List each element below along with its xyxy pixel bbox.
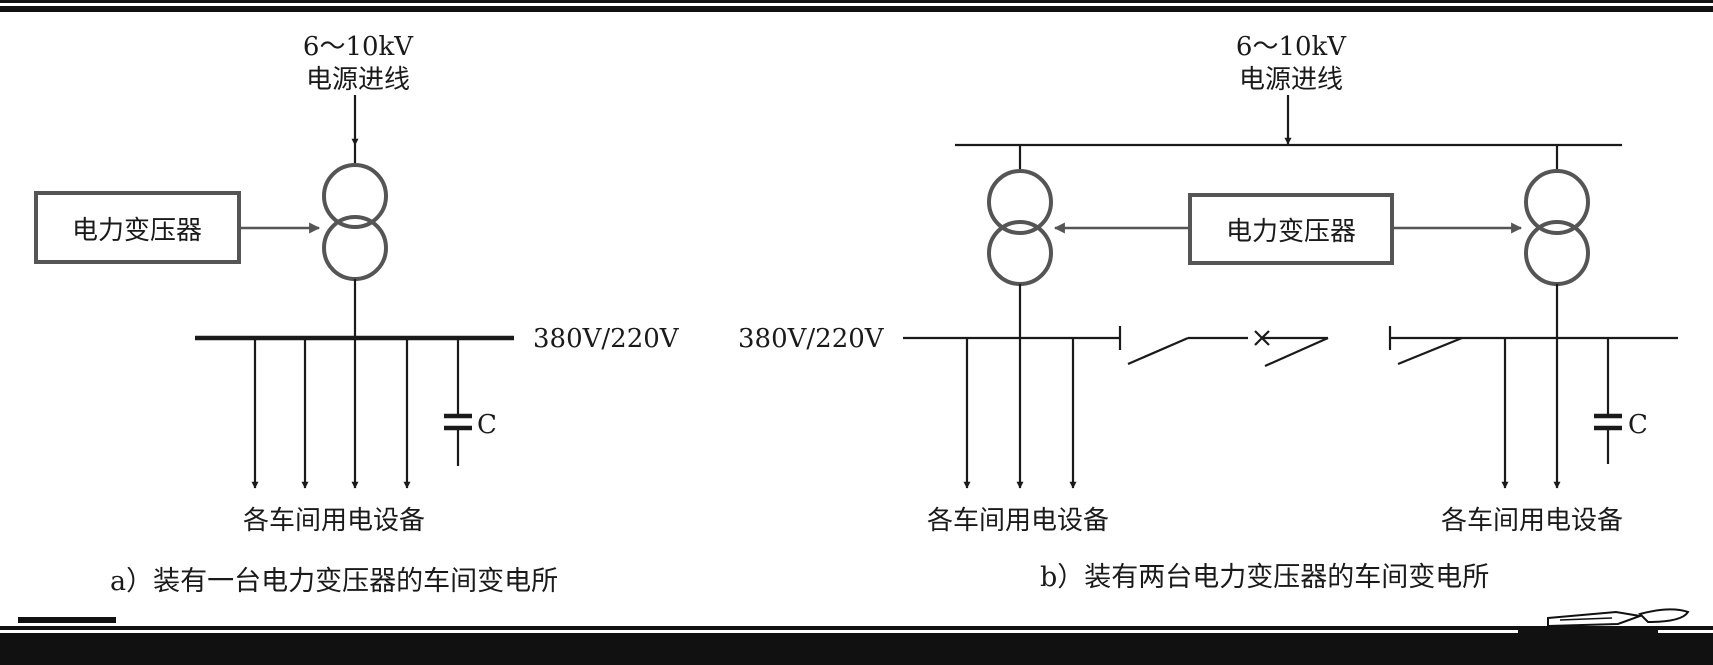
feeder-arrows-left-b: [963, 338, 1077, 489]
transformer-callout-box-b: [1188, 193, 1394, 265]
diagram-a: 6～10kV 电源进线 电力变压器 380V/220V C 各车间用电设备 a）: [34, 32, 680, 597]
supply-voltage-label-b: 6～10kV: [1236, 32, 1347, 62]
pencil-decoration-icon: [1547, 608, 1690, 628]
transformer-symbol-left-b: [987, 169, 1053, 286]
bus-voltage-label-b: 380V/220V: [738, 324, 885, 354]
supply-label-b: 电源进线: [1239, 65, 1343, 95]
load-label-left-b: 各车间用电设备: [927, 506, 1109, 536]
capacitor-label-b: C: [1628, 410, 1648, 440]
feeder-arrows-a: [251, 338, 411, 489]
supply-label-a: 电源进线: [306, 65, 410, 95]
transformer-symbol-right-b: [1524, 169, 1590, 286]
bottom-border: [0, 617, 1713, 665]
load-label-right-b: 各车间用电设备: [1441, 506, 1623, 536]
transformer-callout-label-a: 电力变压器: [72, 216, 202, 246]
top-border: [0, 0, 1713, 12]
diagram-b: 6～10kV 电源进线 电力变压器 380V/220V: [738, 32, 1678, 593]
bus-voltage-label-a: 380V/220V: [533, 324, 680, 354]
supply-voltage-label-a: 6～10kV: [303, 32, 414, 62]
caption-b: b）装有两台电力变压器的车间变电所: [1040, 562, 1489, 593]
transformer-callout-label-b: 电力变压器: [1226, 217, 1356, 247]
capacitor-label-a: C: [477, 410, 497, 440]
load-label-a: 各车间用电设备: [243, 506, 425, 536]
capacitor-a: [444, 338, 472, 466]
caption-a: a）装有一台电力变压器的车间变电所: [110, 566, 558, 597]
capacitor-b: [1594, 338, 1622, 464]
feeder-arrows-right-b: [1501, 338, 1561, 489]
bus-tie-switchgear-b: [1118, 326, 1463, 368]
transformer-callout-box-a: [34, 191, 241, 264]
transformer-symbol-a: [322, 163, 388, 281]
